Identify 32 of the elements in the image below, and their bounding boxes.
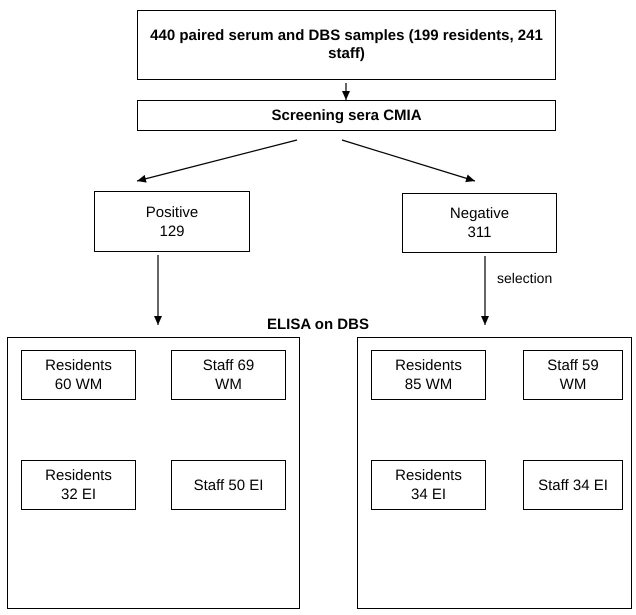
box-text: Screening sera CMIA [270, 106, 423, 124]
box-text: Positive 129 [144, 202, 200, 240]
arrow [342, 83, 350, 100]
process-box [523, 460, 623, 510]
arrow [154, 255, 162, 325]
process-box [21, 350, 136, 400]
process-box [171, 460, 286, 510]
box-text: Residents 32 EI [44, 466, 113, 504]
process-box [371, 350, 486, 400]
arrow [481, 256, 489, 325]
box-text: Staff 50 EI [194, 476, 264, 494]
arrow [342, 139, 476, 182]
process-box [94, 191, 250, 252]
box-text: Residents 60 WM [44, 356, 113, 394]
box-text: Staff 59 WM [546, 356, 600, 394]
process-box [137, 10, 556, 80]
process-box [371, 460, 486, 510]
box-text: Staff 69 WM [202, 356, 256, 394]
box-text: Residents 34 EI [394, 466, 463, 504]
box-text: 440 paired serum and DBS samples (199 residents, 241 staff) [149, 27, 544, 63]
box-text: Staff 34 EI [538, 476, 608, 494]
section-heading: ELISA on DBS [266, 315, 370, 335]
process-box [402, 193, 557, 253]
process-box [523, 350, 623, 400]
group-box [357, 337, 632, 609]
process-box [21, 460, 136, 510]
process-box [171, 350, 286, 400]
box-text: Negative 311 [448, 204, 510, 242]
process-box [137, 100, 556, 131]
box-text: Residents 85 WM [394, 356, 463, 394]
group-box [7, 337, 300, 609]
arrow [136, 139, 298, 183]
